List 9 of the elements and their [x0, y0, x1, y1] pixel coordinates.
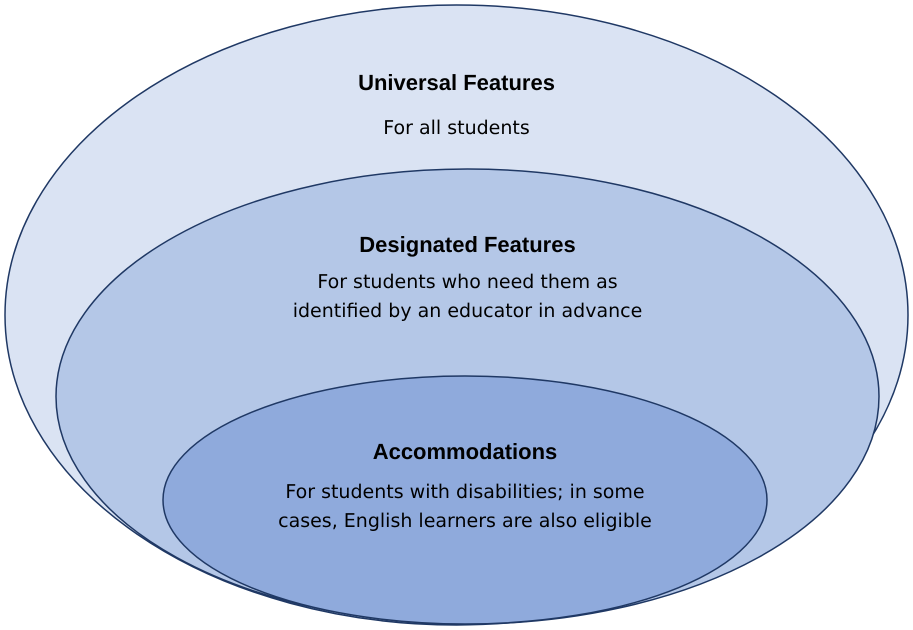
ellipse-description: For students with disabilities; in some cases, English learners are also eligible — [277, 480, 653, 534]
ellipse-heading: Accommodations — [372, 439, 558, 465]
ellipse-heading: Designated Features — [359, 232, 576, 258]
ellipse-description: For all students — [382, 116, 531, 141]
ellipse-region — [55, 168, 880, 625]
ellipse-region — [4, 4, 909, 626]
ellipse-heading: Universal Features — [358, 70, 555, 96]
ellipse-region — [162, 375, 768, 625]
ellipse-description: For students who need them as identified by an educator in advance — [292, 270, 644, 324]
